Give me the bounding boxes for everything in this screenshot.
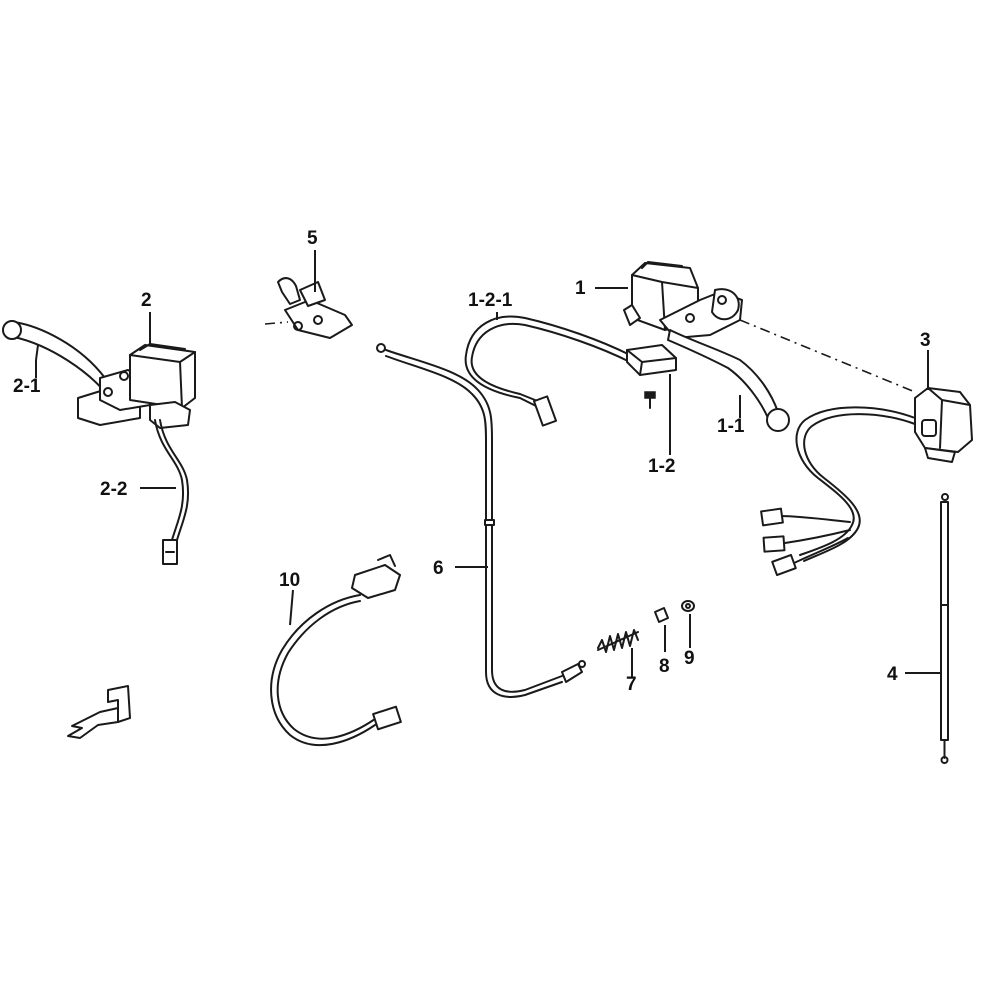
callout-10: 10	[279, 570, 300, 591]
part-2-left-master-cylinder	[2, 320, 196, 565]
callout-1-2: 1-2	[648, 456, 675, 477]
part-3-switch-housing	[760, 387, 973, 576]
front-arrow-icon	[67, 685, 131, 739]
callout-6: 6	[433, 558, 444, 579]
callout-7: 7	[626, 674, 637, 695]
part-1-right-master-cylinder	[623, 261, 790, 432]
part-1-2-1-brake-switch	[464, 315, 677, 427]
callout-1-1: 1-1	[717, 416, 745, 437]
callout-9: 9	[684, 648, 695, 669]
callout-8: 8	[659, 656, 670, 677]
assembly-axis-line	[739, 319, 916, 393]
callout-3: 3	[920, 330, 931, 351]
callout-1-2-1: 1-2-1	[468, 290, 513, 311]
callout-2-1: 2-1	[13, 376, 41, 397]
callout-5: 5	[307, 228, 318, 249]
leader-lines	[35, 250, 941, 677]
part-4-rod	[940, 493, 949, 764]
part-9-washer	[681, 600, 695, 612]
callout-2-2: 2-2	[100, 479, 127, 500]
callout-1: 1	[575, 278, 586, 299]
part-5-lever-bracket	[264, 277, 353, 339]
part-7-spring	[597, 629, 639, 653]
callout-4: 4	[887, 664, 898, 685]
callout-2: 2	[141, 290, 152, 311]
part-10-switch-cable	[270, 554, 402, 747]
part-6-brake-cable	[376, 343, 586, 698]
part-8-nut	[654, 607, 669, 623]
